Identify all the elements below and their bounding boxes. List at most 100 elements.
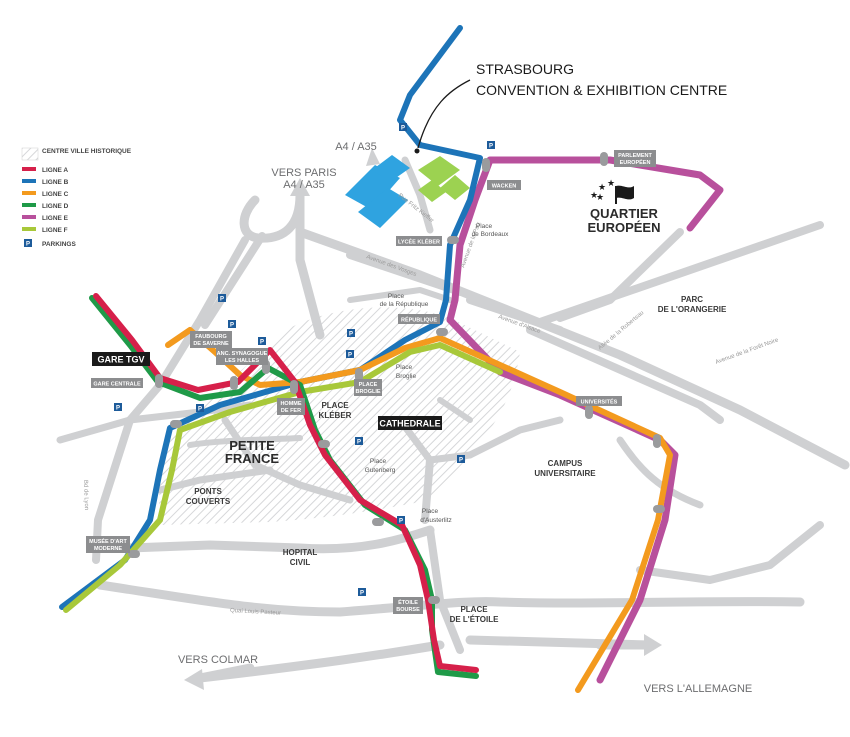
stop-gare-centrale[interactable]: GARE CENTRALE [91, 378, 143, 388]
svg-text:P: P [260, 340, 264, 346]
svg-text:P: P [349, 332, 353, 338]
svg-text:CONVENTION & EXHIBITION CENTRE: CONVENTION & EXHIBITION CENTRE [476, 82, 727, 98]
parking-marker[interactable]: P [258, 337, 266, 346]
svg-text:P: P [489, 144, 493, 150]
road-network [56, 156, 850, 683]
gare-tgv-label[interactable]: GARE TGV [92, 352, 150, 366]
legend-item-ligne-c: LIGNE C [22, 191, 69, 198]
svg-text:GARE TGV: GARE TGV [97, 355, 144, 365]
svg-text:CATHEDRALE: CATHEDRALE [379, 419, 440, 429]
svg-text:Place: Place [422, 508, 439, 515]
svg-text:LIGNE D: LIGNE D [42, 203, 69, 210]
stop-wacken[interactable]: WACKEN [487, 180, 521, 190]
legend: CENTRE VILLE HISTORIQUE LIGNE A LIGNE B … [21, 147, 132, 248]
svg-text:DE SAVERNE: DE SAVERNE [193, 341, 229, 347]
tram-stops [128, 152, 665, 604]
svg-text:VERS PARIS: VERS PARIS [271, 167, 336, 179]
legend-item-ligne-f: LIGNE F [22, 227, 68, 234]
stop-republique[interactable]: RÉPUBLIQUE [398, 314, 440, 324]
parking-marker[interactable]: P [355, 437, 363, 446]
stop-homme-de-fer[interactable]: HOMME DE FER [277, 398, 305, 415]
svg-text:CENTRE VILLE HISTORIQUE: CENTRE VILLE HISTORIQUE [42, 148, 132, 155]
direction-labels: VERS PARIS A4 / A35 A4 / A35 VERS COLMAR… [178, 141, 752, 695]
svg-text:de Bordeaux: de Bordeaux [472, 231, 510, 238]
parking-markers: P P P P P P P P P P P P P [114, 123, 495, 597]
parking-marker[interactable]: P [218, 294, 226, 303]
parking-marker[interactable]: P [347, 329, 355, 338]
svg-text:ANC. SYNAGOGUE: ANC. SYNAGOGUE [217, 351, 268, 357]
svg-text:PARC: PARC [681, 295, 703, 304]
legend-item-ligne-a: LIGNE A [22, 167, 68, 174]
svg-text:P: P [357, 440, 361, 446]
svg-text:PARKINGS: PARKINGS [42, 241, 76, 248]
parking-marker[interactable]: P [487, 141, 495, 150]
svg-text:LYCÉE KLÉBER: LYCÉE KLÉBER [398, 238, 440, 246]
stop-place-broglie[interactable]: PLACE BROGLIE [354, 379, 382, 396]
svg-text:P: P [459, 458, 463, 464]
stop-anc-synagogue[interactable]: ANC. SYNAGOGUE LES HALLES [216, 348, 268, 365]
parking-marker[interactable]: P [196, 404, 204, 413]
svg-text:EUROPÉEN: EUROPÉEN [588, 220, 661, 235]
flag-icon [615, 185, 634, 204]
svg-text:PARLEMENT: PARLEMENT [618, 153, 652, 159]
svg-text:PONTS: PONTS [194, 487, 222, 496]
svg-text:UNIVERSITÉS: UNIVERSITÉS [581, 398, 618, 406]
place-names: Place de la République Place de Bordeaux… [365, 223, 510, 524]
cathedrale-label[interactable]: CATHEDRALE [378, 416, 442, 430]
parking-marker[interactable]: P [114, 403, 122, 412]
svg-text:BOURSE: BOURSE [396, 607, 420, 613]
svg-text:KLÉBER: KLÉBER [319, 411, 352, 420]
svg-text:P: P [401, 126, 405, 132]
stop-labels: WACKEN PARLEMENT EUROPÉEN LYCÉE KLÉBER R… [86, 150, 656, 614]
convention-centre-callout: STRASBOURG CONVENTION & EXHIBITION CENTR… [414, 61, 727, 154]
svg-text:UNIVERSITAIRE: UNIVERSITAIRE [534, 469, 596, 478]
stop-lycee-kleber[interactable]: LYCÉE KLÉBER [396, 236, 442, 246]
svg-text:A4 / A35: A4 / A35 [283, 179, 325, 191]
svg-text:★: ★ [596, 193, 604, 203]
svg-text:P: P [116, 406, 120, 412]
svg-text:DE L'ORANGERIE: DE L'ORANGERIE [658, 305, 727, 314]
stop-parlement-europeen[interactable]: PARLEMENT EUROPÉEN [614, 150, 656, 167]
parking-marker[interactable]: P [457, 455, 465, 464]
svg-text:WACKEN: WACKEN [492, 184, 516, 190]
tram-line-e [446, 156, 724, 684]
svg-text:Place: Place [396, 364, 413, 371]
stop-etoile-bourse[interactable]: ÉTOILE BOURSE [393, 597, 423, 614]
svg-text:EUROPÉEN: EUROPÉEN [620, 158, 651, 166]
svg-text:Place: Place [388, 293, 405, 300]
legend-item-ligne-b: LIGNE B [22, 179, 69, 186]
stop-universites[interactable]: UNIVERSITÉS [576, 396, 622, 406]
svg-text:VERS COLMAR: VERS COLMAR [178, 654, 258, 666]
svg-text:HOMME: HOMME [280, 401, 301, 407]
svg-text:de la République: de la République [380, 301, 429, 308]
svg-text:CAMPUS: CAMPUS [548, 459, 583, 468]
svg-text:Allée de la Robertsau: Allée de la Robertsau [597, 310, 645, 351]
svg-text:Place: Place [370, 458, 387, 465]
stop-faubourg-de-saverne[interactable]: FAUBOURG DE SAVERNE [190, 331, 232, 348]
svg-text:PLACE: PLACE [359, 382, 378, 388]
svg-text:BROGLIE: BROGLIE [355, 389, 380, 395]
parking-marker[interactable]: P [228, 320, 236, 329]
stop-musee-art-moderne[interactable]: MUSÉE D'ART MODERNE [86, 536, 130, 553]
svg-text:CIVIL: CIVIL [290, 558, 311, 567]
parking-marker[interactable]: P [346, 350, 354, 359]
parking-marker[interactable]: P [399, 123, 407, 132]
svg-text:LIGNE B: LIGNE B [42, 179, 69, 186]
tram-line-f [63, 342, 503, 613]
svg-text:LIGNE A: LIGNE A [42, 167, 68, 174]
svg-text:ÉTOILE: ÉTOILE [398, 598, 418, 606]
svg-text:P: P [348, 353, 352, 359]
legend-item-parkings: P PARKINGS [24, 239, 76, 248]
svg-text:Gutenberg: Gutenberg [365, 467, 396, 474]
svg-text:MUSÉE D'ART: MUSÉE D'ART [89, 537, 127, 545]
parking-marker[interactable]: P [358, 588, 366, 597]
svg-text:Place: Place [476, 223, 493, 230]
svg-text:MODERNE: MODERNE [94, 546, 122, 552]
svg-text:Quai Louis Pasteur: Quai Louis Pasteur [230, 608, 281, 617]
svg-text:FAUBOURG: FAUBOURG [195, 334, 226, 340]
svg-text:Avenue de la Forêt Noire: Avenue de la Forêt Noire [715, 337, 780, 366]
legend-item-ligne-d: LIGNE D [22, 203, 69, 210]
parking-marker[interactable]: P [397, 516, 405, 525]
legend-item-ligne-e: LIGNE E [22, 215, 69, 222]
svg-text:★: ★ [598, 183, 606, 193]
